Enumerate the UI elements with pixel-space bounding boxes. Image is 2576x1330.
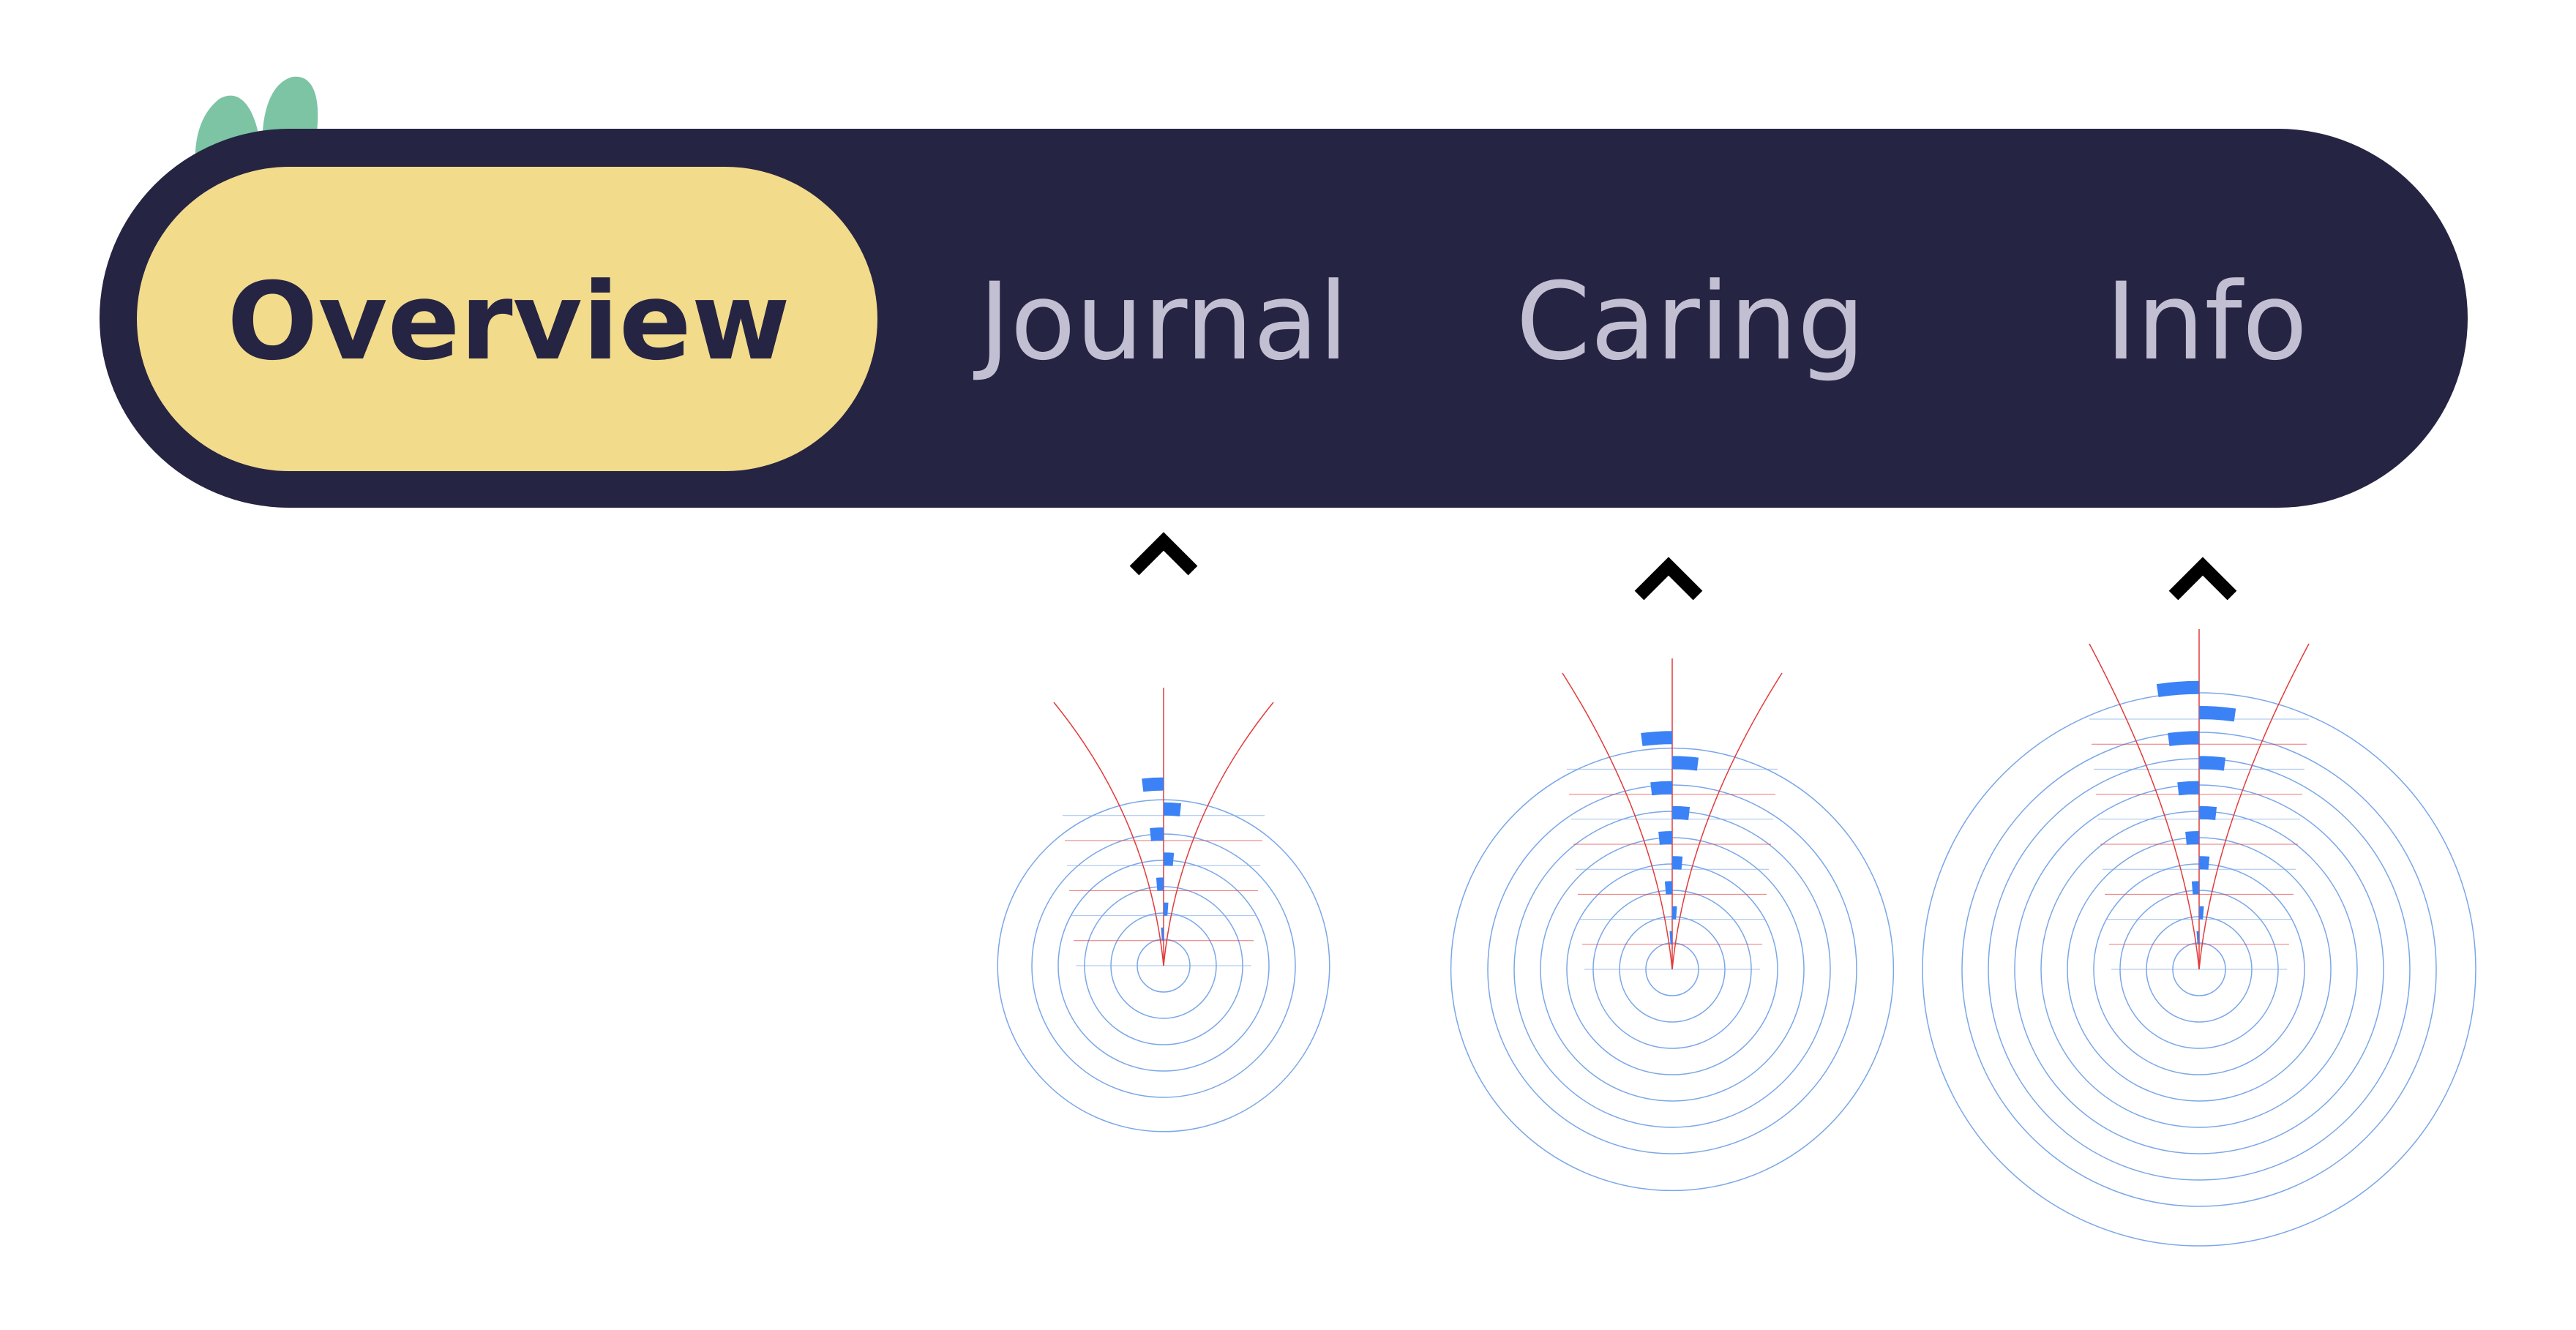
- diagram-segment: [1672, 756, 1699, 771]
- diagram-segment: [1161, 927, 1164, 941]
- concentric-diagram-journal: [997, 688, 1330, 1132]
- diagram-curve-right: [1671, 672, 1783, 970]
- concentric-diagram-info: [1922, 629, 2476, 1247]
- diagram-curve-left: [1562, 672, 1673, 970]
- diagram-segment: [1156, 877, 1164, 891]
- diagram-segment: [2196, 931, 2199, 944]
- diagram-segment: [1672, 805, 1690, 820]
- tab-overview[interactable]: Overview: [227, 260, 790, 384]
- chevron-up-icon: [1634, 557, 1703, 601]
- diagram-segment: [1658, 831, 1672, 845]
- diagram-segment: [1664, 881, 1672, 895]
- diagram-segment: [2199, 756, 2226, 771]
- diagram-segment: [2156, 680, 2199, 697]
- diagram-segment: [1164, 852, 1175, 866]
- diagram-segment: [1672, 856, 1683, 870]
- diagram-segment: [2168, 731, 2199, 746]
- diagram-curve-left: [1053, 702, 1164, 966]
- concentric-diagram-caring: [1450, 658, 1895, 1192]
- diagram-segment: [1164, 802, 1182, 816]
- diagram-segment: [1669, 931, 1672, 944]
- tab-caring[interactable]: Caring: [1516, 260, 1865, 384]
- tab-info[interactable]: Info: [2105, 260, 2308, 384]
- active-tab-indicator: [137, 167, 877, 471]
- diagram-segment: [2199, 805, 2217, 820]
- diagram-segment: [1641, 731, 1672, 746]
- diagram-segment: [1150, 827, 1164, 841]
- diagram-curve-right: [1163, 702, 1274, 966]
- tab-journal[interactable]: Journal: [978, 260, 1349, 384]
- diagram-segment: [2191, 881, 2199, 895]
- diagram-segment: [2185, 831, 2199, 845]
- diagram-segment: [1164, 902, 1169, 916]
- diagram-segment: [1142, 777, 1164, 792]
- chevron-up-icon: [1129, 532, 1198, 576]
- diagram-segment: [2199, 906, 2204, 920]
- diagram-curve-right: [2198, 643, 2310, 970]
- diagram-segment: [2199, 856, 2210, 870]
- diagram-segment: [1650, 781, 1672, 796]
- chevron-up-icon: [2168, 557, 2237, 601]
- diagram-curve-left: [2089, 643, 2200, 970]
- diagram-segment: [1672, 906, 1677, 920]
- diagram-segment: [2199, 706, 2236, 722]
- diagram-segment: [2177, 781, 2199, 796]
